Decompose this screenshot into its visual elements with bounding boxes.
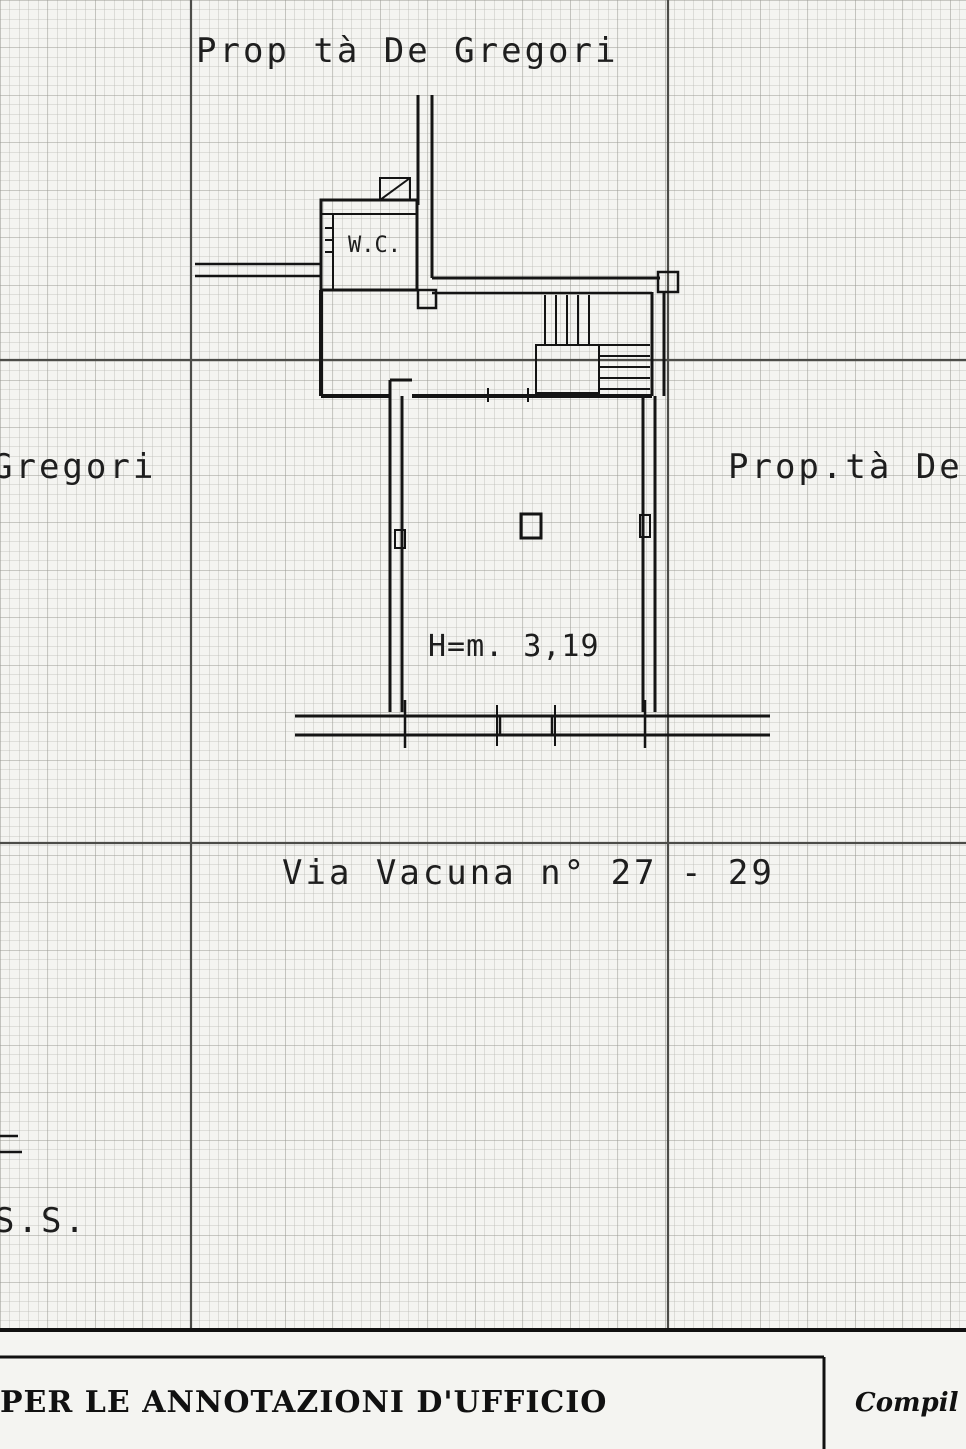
major-grid-lines — [0, 0, 966, 1330]
graph-paper-mid — [0, 0, 966, 1330]
staircase — [535, 295, 650, 394]
pillar-symbol — [519, 512, 543, 540]
vent-icon — [379, 177, 411, 201]
bottom-left-label: S.S. — [0, 1201, 88, 1241]
left-neighbor-label: Gregori — [0, 447, 156, 487]
footer-frame — [0, 1328, 966, 1449]
compiled-label: Compil — [855, 1388, 959, 1418]
right-neighbor-label: Prop.tà De — [728, 447, 963, 487]
plan-walls — [195, 95, 770, 748]
wc-label: W.C. — [348, 233, 401, 258]
street-label: Via Vacuna n° 27 - 29 — [282, 853, 775, 893]
left-margin-mark — [0, 1134, 22, 1154]
height-label: H=m. 3,19 — [428, 629, 600, 664]
wc-vent-marks — [325, 227, 333, 253]
top-neighbor-label: Prop tà De Gregori — [196, 31, 618, 71]
annotations-title: PER LE ANNOTAZIONI D'UFFICIO — [0, 1385, 608, 1420]
